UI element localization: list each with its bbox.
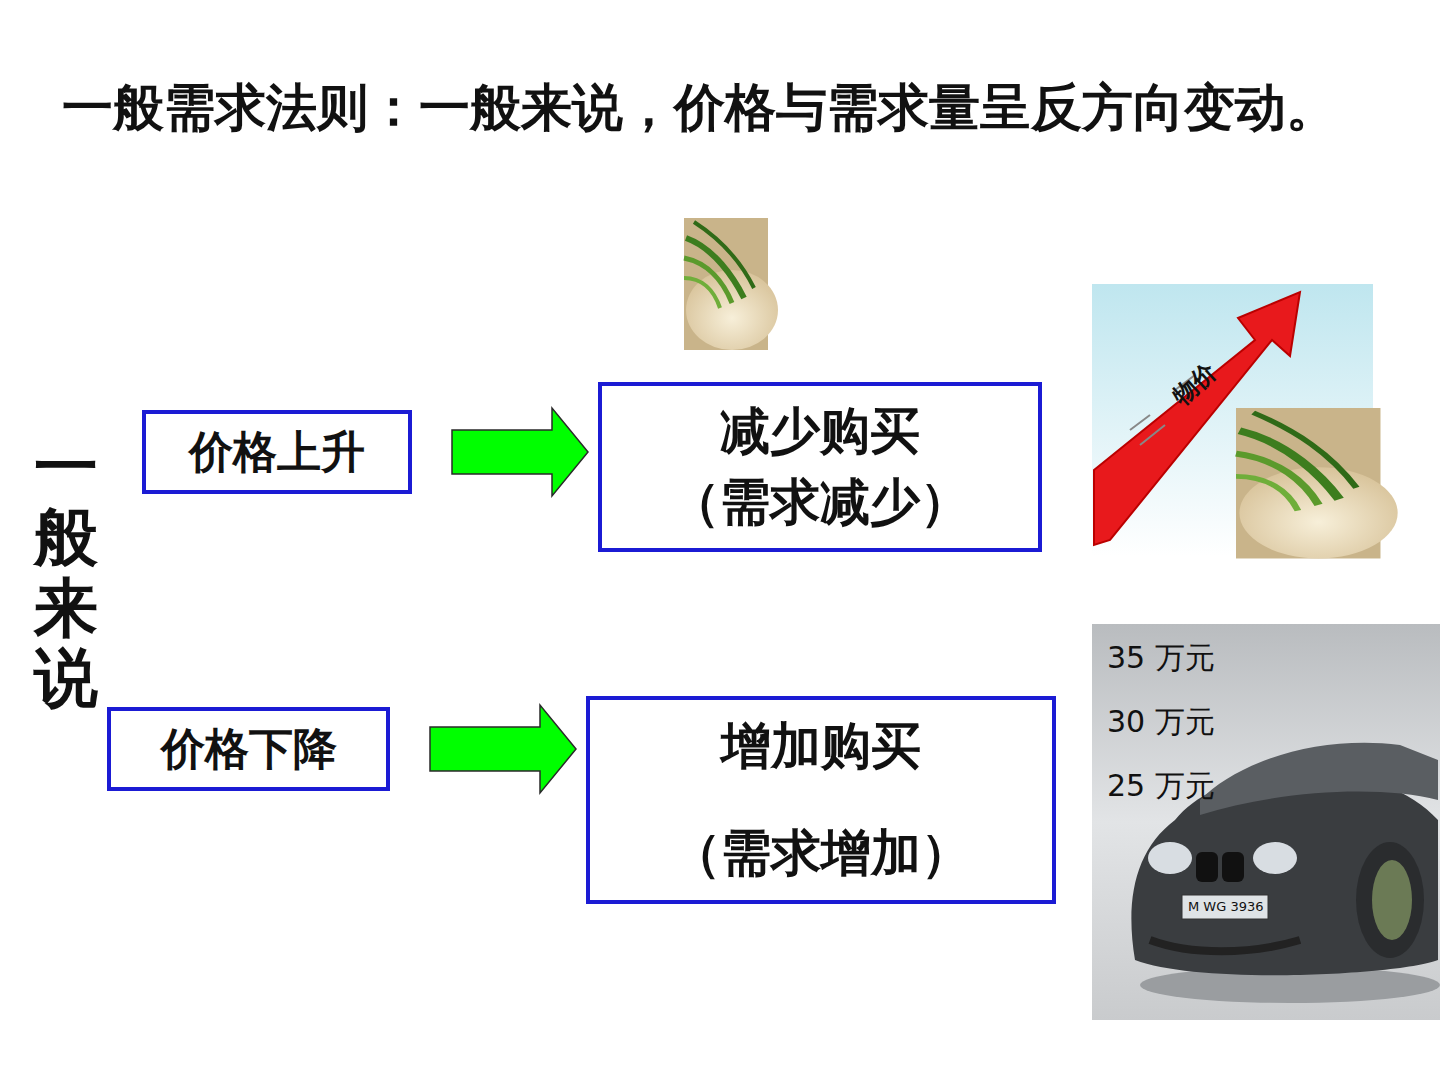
car-picture	[1092, 624, 1440, 1020]
plate-text: M WG 3936	[1188, 899, 1264, 914]
rice-picture	[1236, 408, 1398, 558]
block-arrow	[430, 705, 576, 793]
price-label: 30 万元	[1107, 702, 1215, 743]
concept-box: 价格下降	[107, 707, 390, 791]
box-text: 价格下降	[161, 720, 337, 779]
box-text: （需求增加）	[671, 820, 971, 887]
price-label: 25 万元	[1107, 766, 1215, 807]
rice-picture	[684, 218, 778, 350]
box-text: 增加购买	[721, 713, 921, 780]
diagram-title: 一般需求法则：一般来说，价格与需求量呈反方向变动。	[62, 74, 1337, 143]
block-arrow	[452, 408, 588, 496]
concept-box: 减少购买（需求减少）	[598, 382, 1042, 552]
price-label: 35 万元	[1107, 638, 1215, 679]
vertical-label: 一般来说	[34, 432, 98, 714]
box-text: （需求减少）	[670, 469, 970, 536]
box-text: 价格上升	[189, 423, 365, 482]
box-text: 减少购买	[720, 398, 920, 465]
concept-box: 增加购买 （需求增加）	[586, 696, 1056, 904]
concept-box: 价格上升	[142, 410, 412, 494]
